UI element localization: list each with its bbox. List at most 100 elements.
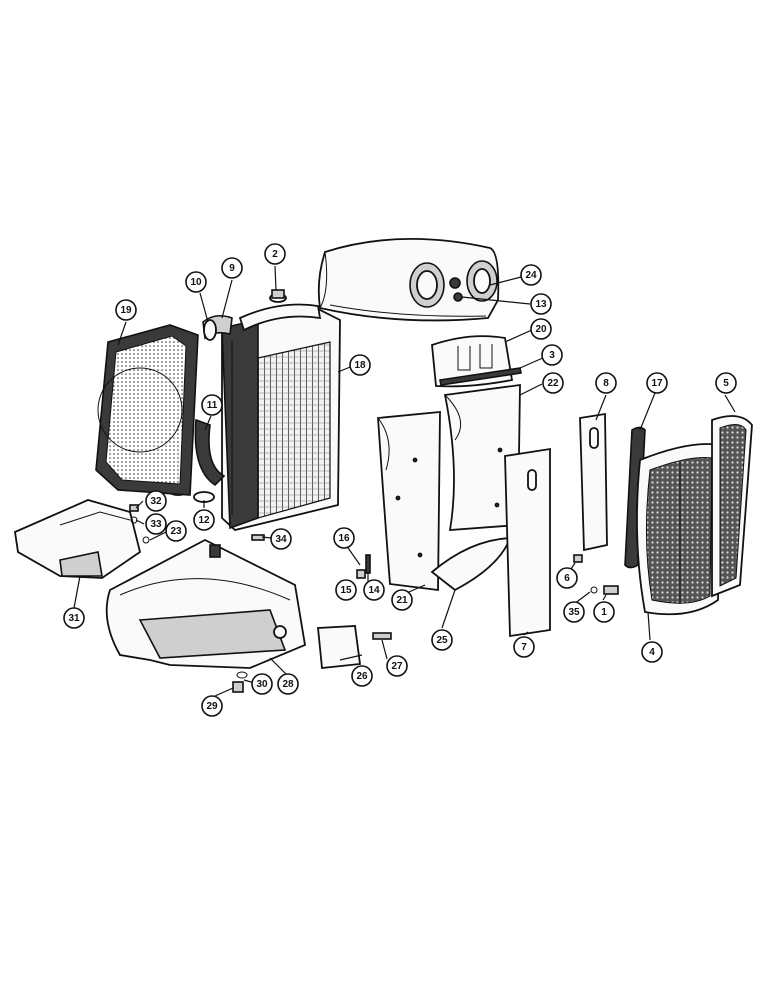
callout-7: 7 (513, 636, 535, 658)
callout-17: 17 (646, 372, 668, 394)
callout-label: 33 (150, 519, 162, 530)
callout-circle (165, 520, 187, 542)
callout-label: 19 (120, 305, 132, 316)
callout-label: 26 (356, 671, 368, 682)
callout-label: 6 (564, 573, 570, 584)
callout-label: 34 (275, 534, 287, 545)
side-panel-right (443, 383, 521, 531)
fan-shroud (95, 324, 199, 496)
grille-assembly (636, 415, 753, 616)
callout-11: 11 (201, 394, 223, 416)
callout-circle (349, 354, 371, 376)
callout-24: 24 (520, 264, 542, 286)
callout-label: 11 (207, 400, 218, 411)
callout-circle (264, 243, 286, 265)
bolt-6 (573, 554, 583, 563)
callout-label: 32 (150, 496, 162, 507)
callout-label: 28 (282, 679, 294, 690)
callout-10: 10 (185, 271, 207, 293)
callout-23: 23 (165, 520, 187, 542)
headlight-assembly (409, 260, 498, 308)
front-bracket (14, 499, 142, 579)
callout-circle (530, 318, 552, 340)
callout-circle (185, 271, 207, 293)
callout-markers: 1234567891011121314151617181920212223242… (63, 243, 737, 717)
support-bar-upper (579, 412, 608, 552)
bottom-pan (430, 537, 512, 592)
callout-label: 29 (206, 701, 218, 712)
callout-circle (563, 601, 585, 623)
callout-28: 28 (277, 673, 299, 695)
callout-18: 18 (349, 354, 371, 376)
callout-27: 27 (386, 655, 408, 677)
callout-label: 25 (436, 635, 448, 646)
callout-circle (145, 513, 167, 535)
callout-circle (556, 567, 578, 589)
callout-19: 19 (115, 299, 137, 321)
callout-label: 5 (723, 378, 729, 389)
callout-35: 35 (563, 601, 585, 623)
callout-label: 16 (338, 533, 350, 544)
callout-label: 3 (549, 350, 555, 361)
callout-label: 15 (340, 585, 352, 596)
callout-33: 33 (145, 513, 167, 535)
callout-label: 12 (198, 515, 210, 526)
bolt-27 (372, 632, 392, 640)
callout-label: 1 (601, 607, 607, 618)
callout-label: 14 (368, 585, 380, 596)
callout-label: 9 (229, 263, 235, 274)
callout-8: 8 (595, 372, 617, 394)
callout-label: 22 (547, 378, 559, 389)
callout-circle (351, 665, 373, 687)
callout-circle (115, 299, 137, 321)
callout-34: 34 (270, 528, 292, 550)
callout-label: 20 (535, 324, 547, 335)
hood-panel (317, 238, 500, 322)
callout-21: 21 (391, 589, 413, 611)
callout-circle (277, 673, 299, 695)
callout-31: 31 (63, 607, 85, 629)
callout-30: 30 (251, 673, 273, 695)
seal-strip (439, 367, 522, 386)
callout-label: 31 (68, 613, 80, 624)
callout-circle (63, 607, 85, 629)
callout-15: 15 (335, 579, 357, 601)
callout-label: 2 (272, 249, 278, 260)
callout-circle (386, 655, 408, 677)
callout-circle (221, 257, 243, 279)
callout-circle (363, 579, 385, 601)
callout-label: 17 (651, 378, 663, 389)
callout-circle (595, 372, 617, 394)
callout-14: 14 (363, 579, 385, 601)
callout-22: 22 (542, 372, 564, 394)
callout-label: 10 (190, 277, 202, 288)
callout-12: 12 (193, 509, 215, 531)
callout-25: 25 (431, 629, 453, 651)
callout-label: 23 (170, 526, 182, 537)
callout-32: 32 (145, 490, 167, 512)
callout-circle (641, 641, 663, 663)
callout-29: 29 (201, 695, 223, 717)
callout-label: 13 (535, 299, 547, 310)
callout-label: 27 (391, 661, 403, 672)
callout-circle (145, 490, 167, 512)
callout-circle (646, 372, 668, 394)
callout-label: 24 (525, 270, 537, 281)
callout-label: 30 (256, 679, 268, 690)
callout-label: 18 (354, 360, 366, 371)
callout-label: 4 (649, 647, 655, 658)
side-panel-left (377, 411, 441, 592)
leader-lines (73, 265, 736, 697)
callout-circle (201, 394, 223, 416)
callout-circle (542, 372, 564, 394)
hose-clamp-10 (203, 319, 217, 341)
callout-circle (530, 293, 552, 315)
clip-hardware (356, 554, 371, 579)
callout-13: 13 (530, 293, 552, 315)
callout-circle (513, 636, 535, 658)
callout-9: 9 (221, 257, 243, 279)
callout-circle (593, 601, 615, 623)
callout-26: 26 (351, 665, 373, 687)
radiator-cap (269, 289, 287, 303)
